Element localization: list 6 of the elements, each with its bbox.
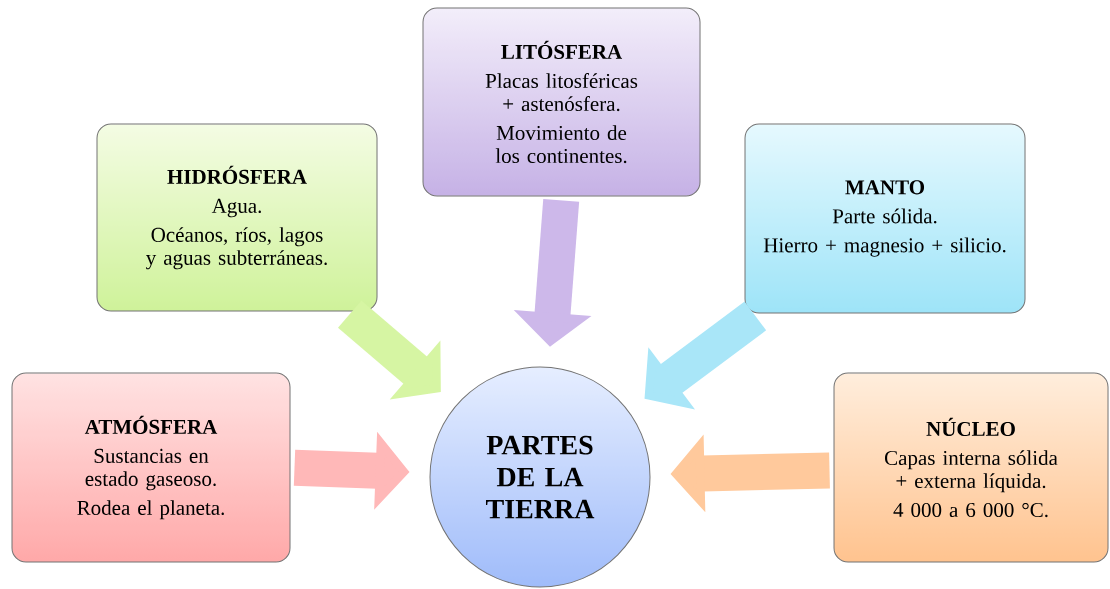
info-box: LITÓSFERA Placas litosféricas + astenósfera. Movimiento de los continentes. bbox=[422, 7, 701, 197]
info-box: MANTO Parte sólida. Hierro + magnesio + silicio. bbox=[744, 123, 1026, 314]
block-arrow bbox=[644, 301, 767, 410]
info-box: HIDRÓSFERA Agua. Océanos, ríos, lagos y aguas subterráneas. bbox=[96, 123, 378, 312]
info-box: ATMÓSFERA Sustancias en estado gaseoso. Rodea el planeta. bbox=[11, 372, 291, 563]
info-box: NÚCLEO Capas interna sólida + externa líquida. 4 000 a 6 000 °C. bbox=[833, 372, 1109, 563]
